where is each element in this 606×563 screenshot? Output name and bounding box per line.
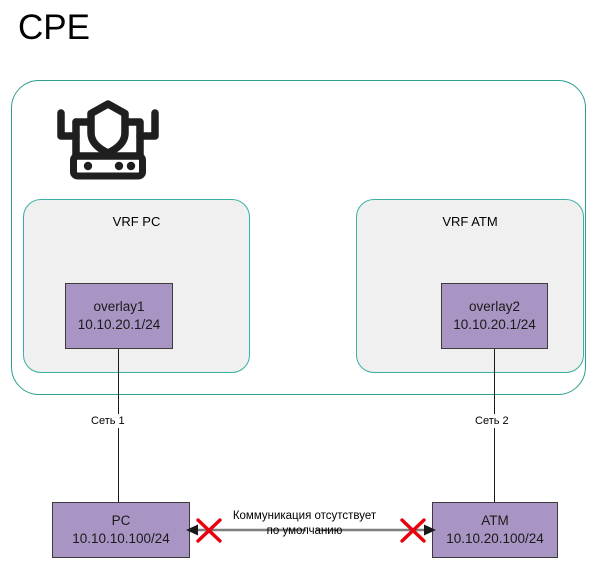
host-node-pc[interactable]: PC 10.10.10.100/24 (52, 502, 190, 558)
interface-node-overlay2[interactable]: overlay2 10.10.20.1/24 (441, 283, 548, 349)
vrf-box-pc: VRF PC (23, 199, 250, 373)
host-address: 10.10.20.100/24 (446, 531, 544, 546)
blocked-communication-text: Коммуникация отсутствует по умолчанию (223, 509, 386, 539)
router-shield-icon (49, 100, 167, 184)
network-label-net-1: Сеть 1 (88, 414, 128, 428)
blocked-text-line-2: по умолчанию (266, 525, 343, 537)
host-name: PC (111, 513, 131, 528)
vrf-label-pc: VRF PC (112, 214, 161, 229)
host-address: 10.10.10.100/24 (72, 531, 170, 546)
interface-name: overlay2 (468, 299, 521, 314)
network-label-net-2: Сеть 2 (472, 414, 512, 428)
host-node-atm[interactable]: ATM 10.10.20.100/24 (432, 502, 558, 558)
interface-address: 10.10.20.1/24 (453, 317, 536, 332)
blocked-communication-link (186, 514, 436, 546)
blocked-text-line-1: Коммуникация отсутствует (232, 510, 377, 522)
interface-address: 10.10.20.1/24 (77, 317, 161, 332)
host-name: ATM (481, 513, 509, 528)
interface-name: overlay1 (93, 299, 145, 314)
vrf-label-atm: VRF ATM (442, 214, 498, 229)
interface-node-overlay1[interactable]: overlay1 10.10.20.1/24 (65, 283, 173, 349)
page-title: CPE (18, 8, 90, 47)
